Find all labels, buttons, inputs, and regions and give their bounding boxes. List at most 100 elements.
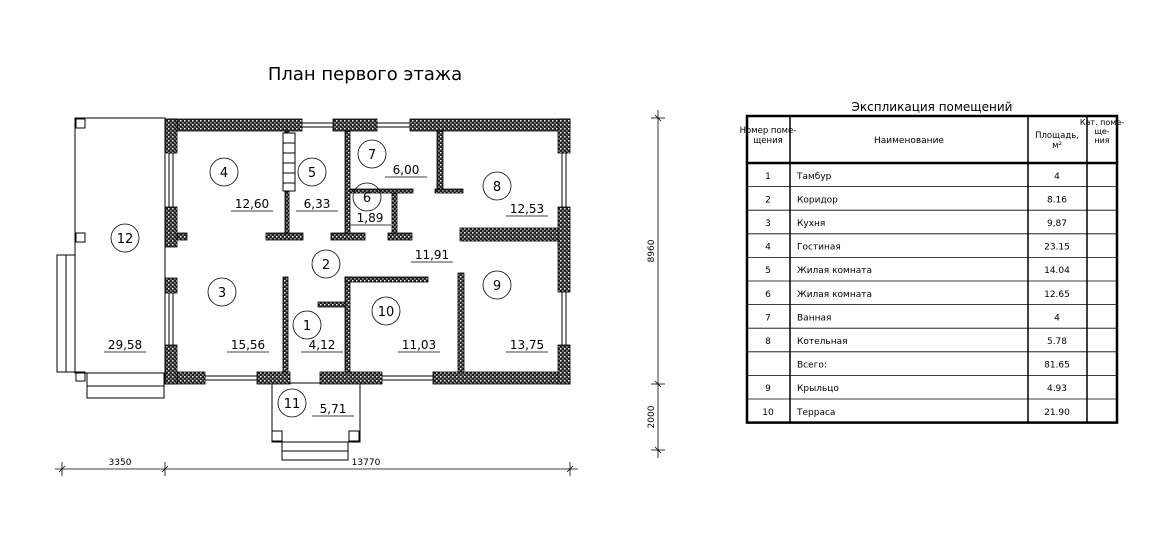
room-number: 7: [368, 148, 376, 163]
room-number-circle: [311, 249, 341, 279]
room-marker: 913,75: [482, 270, 548, 353]
room-number-circle: [297, 157, 327, 187]
table-row: 3 Кухня 9,87: [765, 219, 1067, 229]
room-area: 1,89: [357, 211, 384, 225]
row-name: Жилая комната: [797, 266, 872, 276]
row-number: 8: [765, 337, 771, 347]
room-number: 3: [218, 286, 226, 301]
room-number: 4: [220, 166, 228, 181]
header-number: Номер поме-щения: [740, 126, 797, 146]
table-row: 1 Тамбур 4: [765, 172, 1060, 182]
room-marker: 14,12: [292, 310, 343, 353]
room-number-circle: [277, 388, 307, 418]
room-area: 11,91: [415, 248, 449, 262]
row-name: Ванная: [797, 313, 831, 323]
row-name: Кухня: [797, 219, 825, 229]
row-area: 5.78: [1047, 337, 1067, 347]
porch: [271, 382, 361, 461]
row-area: 4.93: [1047, 384, 1067, 394]
header-area: Площадь,м²: [1035, 131, 1079, 151]
row-name: Тамбур: [796, 172, 832, 182]
header-name: Наименование: [874, 136, 944, 146]
table-row: Всего: 81.65: [797, 361, 1070, 371]
room-number-circle: [371, 296, 401, 326]
row-number: 2: [765, 195, 771, 205]
room-number: 6: [363, 191, 371, 206]
room-marker: 61,89: [349, 182, 391, 226]
room-number-circle: [110, 223, 140, 253]
row-name: Крыльцо: [797, 384, 839, 394]
dim-terrace-width: 3350: [109, 458, 132, 468]
row-number: 4: [765, 243, 771, 253]
room-number: 9: [493, 279, 501, 294]
room-marker: 56,33: [296, 157, 338, 212]
table-row: 2 Коридор 8.16: [765, 195, 1067, 205]
header-category: Кат. поме-ще-ния: [1080, 118, 1124, 145]
row-number: 9: [765, 384, 771, 394]
row-name: Жилая комната: [797, 290, 872, 300]
row-number: 6: [765, 290, 771, 300]
room-number-circle: [207, 277, 237, 307]
row-number: 5: [765, 266, 771, 276]
room-area: 4,12: [309, 338, 336, 352]
row-number: 3: [765, 219, 771, 229]
room-number-circle: [357, 139, 387, 169]
dim-house-length: 13770: [352, 458, 381, 468]
room-number: 12: [117, 232, 134, 247]
exterior-walls: [164, 118, 571, 385]
windows: [168, 122, 567, 381]
row-name: Гостиная: [797, 243, 841, 253]
table-title: Экспликация помещений: [852, 100, 1013, 114]
room-marker: 76,00: [357, 139, 427, 178]
wardrobe: [282, 132, 296, 192]
room-marker: 812,53: [482, 171, 548, 217]
row-area: 81.65: [1044, 361, 1070, 371]
row-name: Терраса: [796, 408, 835, 418]
room-area: 5,71: [320, 402, 347, 416]
interior-walls: [265, 130, 559, 373]
row-name: Коридор: [797, 195, 838, 205]
room-area: 13,75: [510, 338, 544, 352]
room-area: 15,56: [231, 338, 265, 352]
room-number: 1: [303, 319, 311, 334]
room-number-circle: [292, 310, 322, 340]
row-area: 21.90: [1044, 408, 1070, 418]
row-name: Всего:: [797, 361, 827, 371]
room-number-circle: [352, 182, 382, 212]
room-number: 8: [493, 180, 501, 195]
dim-house-width: 8960: [647, 239, 657, 262]
table-row: 9 Крыльцо 4.93: [765, 384, 1067, 394]
room-number: 10: [378, 305, 395, 320]
room-marker: 412,60: [209, 157, 273, 212]
dimension-lines: [55, 110, 665, 476]
row-name: Котельная: [797, 337, 848, 347]
row-number: 1: [765, 172, 771, 182]
room-marker: 315,56: [207, 277, 269, 353]
row-area: 4: [1054, 313, 1060, 323]
row-area: 4: [1054, 172, 1060, 182]
room-area: 11,03: [402, 338, 436, 352]
row-area: 12.65: [1044, 290, 1070, 300]
room-number: 2: [322, 258, 330, 273]
table-row: 6 Жилая комната 12.65: [765, 290, 1070, 300]
room-marker: 10 11,03: [371, 296, 440, 353]
room-number-circle: [482, 171, 512, 201]
row-area: 8.16: [1047, 195, 1067, 205]
room-area: 12,53: [510, 202, 544, 216]
room-marker: 211,91: [311, 248, 453, 279]
room-number-circle: [482, 270, 512, 300]
room-area: 6,33: [304, 197, 331, 211]
row-area: 9,87: [1047, 219, 1067, 229]
row-area: 23.15: [1044, 243, 1070, 253]
dim-porch-depth: 2000: [647, 405, 657, 428]
table-row: 8 Котельная 5.78: [765, 337, 1067, 347]
room-area: 6,00: [393, 163, 420, 177]
